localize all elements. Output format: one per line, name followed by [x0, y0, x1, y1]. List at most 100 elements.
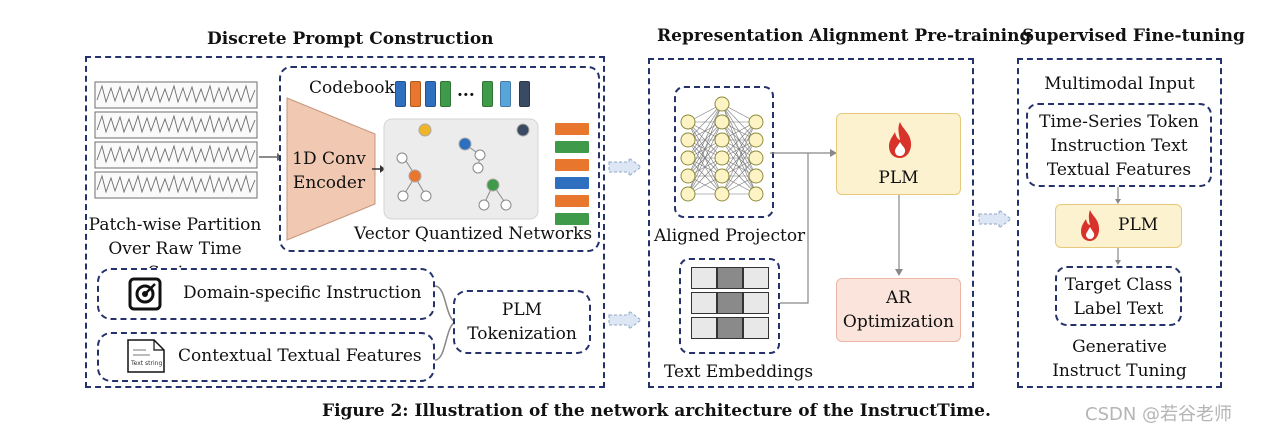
- input-time-series-token: Time-Series Token: [1039, 112, 1199, 132]
- codebook-chip: [410, 81, 421, 107]
- projector-node: [748, 132, 764, 148]
- embedding-cell: [717, 292, 743, 314]
- arrow-input-to-plm: [1115, 187, 1121, 204]
- flame-icon: [889, 122, 912, 158]
- projector-node: [680, 186, 696, 202]
- contextual-features-label: Contextual Textual Features: [178, 346, 422, 366]
- embedding-cell: [691, 267, 717, 289]
- arrow-plm-to-ar: [895, 195, 903, 276]
- token-bar: [555, 195, 589, 207]
- projector-node: [714, 186, 730, 202]
- arrow-encoder-to-vq: [372, 165, 385, 173]
- text-document-icon: Text string: [127, 339, 165, 373]
- generative-line-1: Generative: [1072, 337, 1167, 357]
- codebook-chip: [500, 81, 511, 107]
- arrow-plm-to-target: [1115, 248, 1121, 265]
- projector-edge: [687, 121, 723, 195]
- projector-node: [748, 186, 764, 202]
- projector-edge: [687, 103, 723, 141]
- projector-edge: [687, 157, 723, 195]
- input-instruction-text: Instruction Text: [1050, 136, 1188, 156]
- watermark: CSDN @若谷老师: [1085, 404, 1233, 425]
- token-bar: [555, 159, 589, 171]
- projector-edge: [721, 121, 757, 159]
- projector-node: [680, 168, 696, 184]
- projector-node: [714, 114, 730, 130]
- plm-tokenization-label: PLM Tokenization: [453, 298, 591, 346]
- ar-optimization-label: AR Optimization: [836, 286, 961, 334]
- target-label-text: Target Class Label Text: [1055, 273, 1182, 321]
- projector-edge: [721, 121, 757, 177]
- vq-label: Vector Quantized Networks: [354, 224, 593, 244]
- finetuning-flame-icon: [1081, 210, 1100, 241]
- projector-nodes: [680, 96, 764, 202]
- projector-node: [748, 168, 764, 184]
- text-embeddings-label: Text Embeddings: [664, 362, 814, 382]
- projector-node: [748, 114, 764, 130]
- projector-edge: [687, 139, 723, 195]
- vq-graph: [383, 118, 539, 220]
- projector-edge: [687, 103, 723, 159]
- arrow-vq-to-alignment: [608, 157, 642, 177]
- domain-instruction-label: Domain-specific Instruction: [183, 283, 422, 303]
- generative-label: Generative Instruct Tuning: [1017, 335, 1222, 383]
- ar-optimization-line-2: Optimization: [842, 312, 955, 332]
- projector-node: [680, 132, 696, 148]
- encoder-trapezoid: [286, 97, 376, 241]
- panel-finetuning: [1017, 58, 1222, 388]
- figure-caption: Figure 2: Illustration of the network ar…: [322, 401, 991, 421]
- token-bar: [555, 123, 589, 135]
- projector-node: [714, 96, 730, 112]
- codebook-ellipsis: ...: [457, 81, 475, 101]
- multimodal-input-list: Time-Series Token Instruction Text Textu…: [1026, 110, 1212, 182]
- time-series-patches: [94, 81, 258, 199]
- patch-label-line-1: Patch-wise Partition: [88, 215, 262, 235]
- ar-optimization-line-1: AR: [885, 288, 912, 308]
- codebook-chip: [425, 81, 436, 107]
- section-title-finetuning: Supervised Fine-tuning: [1022, 26, 1245, 46]
- alignment-connectors: [770, 149, 837, 304]
- projector-node: [680, 150, 696, 166]
- aligned-projector-label: Aligned Projector: [654, 226, 806, 246]
- token-bar: [555, 177, 589, 189]
- encoder-label-line-1: 1D Conv: [292, 149, 366, 169]
- projector-edge: [721, 157, 757, 195]
- encoder-label: 1D Conv Encoder: [285, 147, 373, 195]
- token-bar: [555, 213, 589, 225]
- plm-tokenization-line-1: PLM: [501, 300, 543, 320]
- codebook-chip: [519, 81, 530, 107]
- plm-tokenization-box: [453, 290, 591, 354]
- text-string-icon-label: Text string: [130, 360, 162, 367]
- projector-node: [680, 114, 696, 130]
- projector-node: [714, 168, 730, 184]
- codebook-chip: [440, 81, 451, 107]
- token-bar: [555, 141, 589, 153]
- panel-discrete: [85, 56, 605, 388]
- target-icon: [128, 277, 162, 311]
- projector-edge: [687, 103, 723, 177]
- embedding-cell: [717, 267, 743, 289]
- arrow-tokenization-to-alignment: [608, 310, 642, 330]
- embedding-cell: [691, 292, 717, 314]
- generative-line-2: Instruct Tuning: [1052, 361, 1187, 381]
- projector-node: [714, 132, 730, 148]
- projector-node: [714, 150, 730, 166]
- ar-optimization-box: [836, 278, 961, 342]
- codebook-label: Codebook: [309, 78, 395, 98]
- input-textual-features: Textual Features: [1046, 160, 1192, 180]
- arrow-alignment-to-finetuning: [978, 209, 1012, 229]
- projector-network: [680, 96, 764, 202]
- projector-node: [748, 150, 764, 166]
- multimodal-input-box: [1026, 103, 1212, 187]
- codebook-chip: [395, 81, 406, 107]
- encoder-label-line-2: Encoder: [292, 173, 366, 193]
- section-title-alignment: Representation Alignment Pre-training: [657, 26, 1032, 46]
- projector-edge: [721, 121, 757, 195]
- embedding-cell: [691, 317, 717, 339]
- target-line-2: Label Text: [1073, 299, 1164, 319]
- section-title-discrete: Discrete Prompt Construction: [207, 29, 494, 49]
- plm-tokenization-line-2: Tokenization: [467, 324, 577, 344]
- multimodal-input-label: Multimodal Input: [1044, 74, 1195, 94]
- projector-edge: [721, 139, 757, 195]
